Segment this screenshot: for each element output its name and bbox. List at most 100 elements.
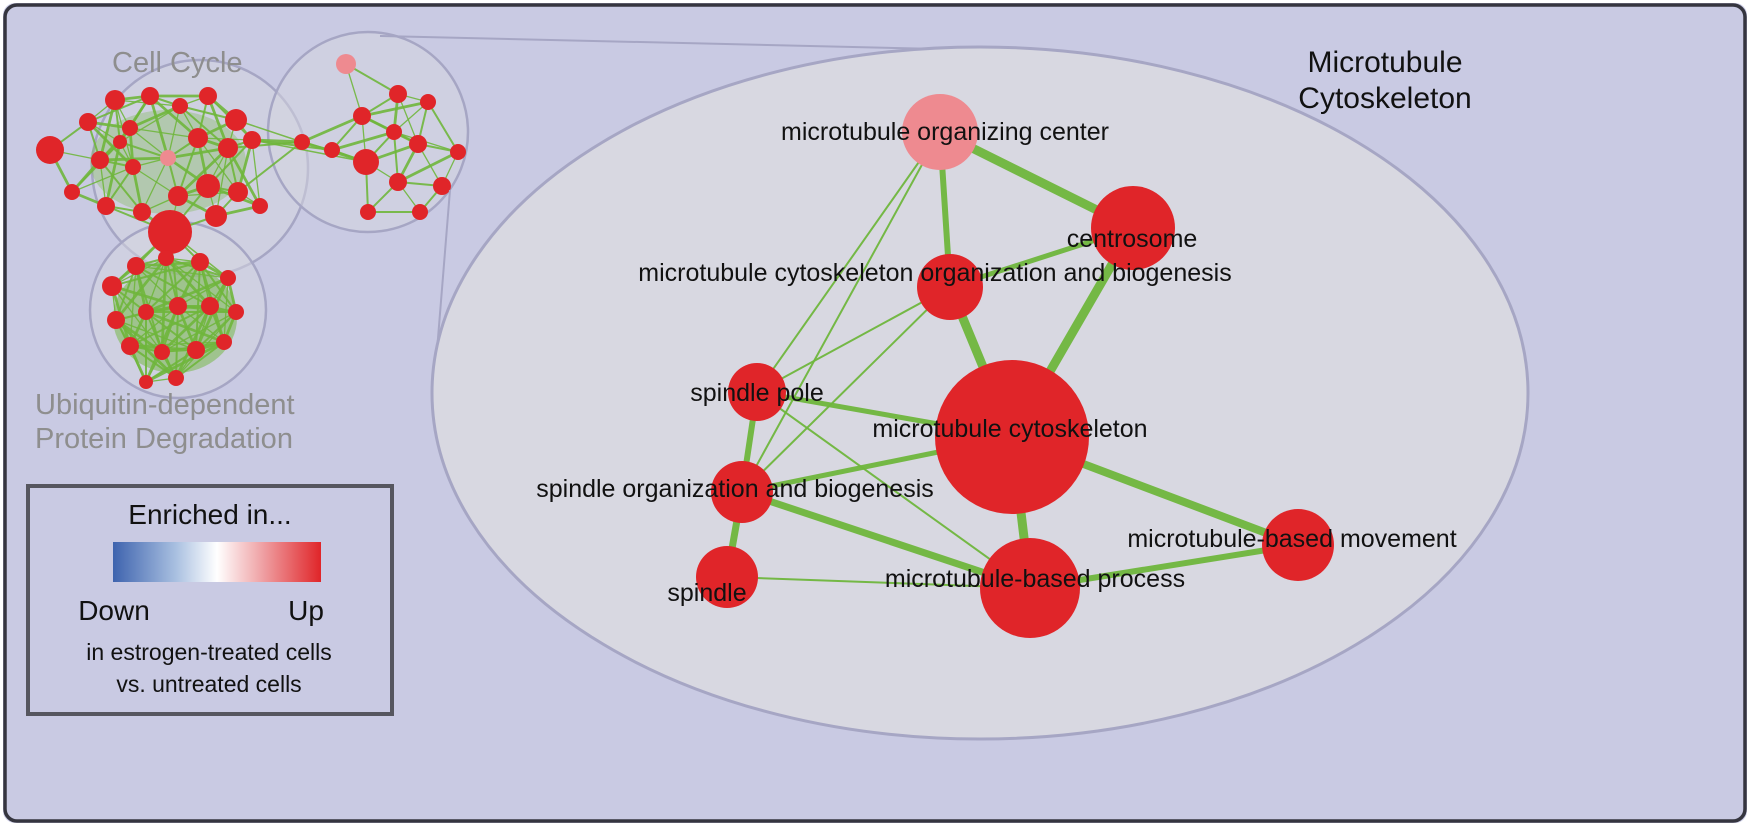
- mini-edge: [129, 127, 169, 159]
- mini-edge: [300, 114, 364, 144]
- node-microtubule-based-movement: [1262, 509, 1334, 581]
- mini-edge: [135, 265, 179, 307]
- edge-microtubule-cytoskeleton-organization--spindle-organization: [741, 286, 951, 493]
- mini-node-ub09: [201, 297, 219, 315]
- mini-edge: [71, 166, 134, 193]
- node-microtubule-cytoskeleton: [935, 360, 1089, 514]
- mini-edge: [145, 257, 167, 313]
- mini-node-ub13: [187, 341, 205, 359]
- mini-node-cc22: [205, 205, 227, 227]
- mini-node-ub15: [168, 370, 184, 386]
- node-spindle-organization: [711, 461, 773, 523]
- mini-node-cc15: [64, 184, 80, 200]
- mini-edge: [177, 137, 199, 197]
- node-label-spindle: spindle: [667, 579, 746, 607]
- mini-edge: [396, 150, 460, 184]
- mini-edge: [128, 104, 182, 130]
- legend-down-label: Down: [78, 595, 150, 626]
- mini-node-cc20: [228, 182, 248, 202]
- mini-bridge-edge: [227, 141, 303, 149]
- mini-node-cc10: [91, 151, 109, 169]
- mini-edge: [166, 146, 230, 160]
- mini-node-mt11: [433, 177, 451, 195]
- mini-edge: [141, 157, 169, 213]
- mini-node-ub16: [139, 375, 153, 389]
- node-label-spindle-organization: spindle organization and biogenesis: [536, 475, 934, 503]
- node-spindle-pole: [728, 363, 786, 421]
- mini-node-mt07: [353, 149, 379, 175]
- mini-node-mt02: [389, 85, 407, 103]
- mini-node-cc04: [141, 87, 159, 105]
- mini-node-mt04: [353, 107, 371, 125]
- mini-node-cc17: [133, 203, 151, 221]
- mini-node-cc09: [160, 150, 176, 166]
- node-label-microtubule-organizing-center: microtubule organizing center: [781, 118, 1109, 146]
- ubiquitin-cluster-label-line2: Protein Degradation: [35, 423, 293, 455]
- mini-edge: [360, 100, 430, 118]
- mini-node-mt06: [409, 135, 427, 153]
- mini-edge: [145, 261, 201, 313]
- node-label-microtubule-cytoskeleton: microtubule cytoskeleton: [872, 415, 1147, 443]
- mini-bridge-edge: [251, 139, 367, 163]
- legend-gradient-bar: [113, 542, 321, 582]
- mini-node-mt10: [389, 173, 407, 191]
- legend-up-label: Up: [288, 595, 324, 626]
- mini-node-ub05: [220, 270, 236, 286]
- mini-node-cc13: [218, 138, 238, 158]
- edge-spindle-organization--microtubule-based-process: [738, 488, 1034, 592]
- node-microtubule-cytoskeleton-organization: [917, 254, 983, 320]
- mini-edge: [129, 127, 199, 139]
- mini-edge: [330, 130, 396, 152]
- ubiquitin-cluster-label-line1: Ubiquitin-dependent: [35, 389, 295, 421]
- node-label-microtubule-based-process: microtubule-based process: [885, 565, 1185, 593]
- node-label-centrosome: centrosome: [1067, 225, 1198, 253]
- mini-edge: [197, 137, 239, 193]
- edge-spindle-pole--microtubule-based-process: [756, 391, 1031, 589]
- mini-node-cc03: [105, 90, 125, 110]
- mini-edge: [226, 146, 262, 208]
- node-label-spindle-pole: spindle pole: [690, 379, 823, 407]
- node-spindle: [696, 546, 758, 608]
- mini-edge: [129, 305, 211, 347]
- mini-node-mt09: [294, 134, 310, 150]
- node-label-microtubule-based-movement: microtubule-based movement: [1127, 525, 1456, 553]
- mini-edge: [115, 265, 137, 321]
- mini-node-cc16: [97, 197, 115, 215]
- edge-spindle--microtubule-based-process: [726, 576, 1031, 589]
- mini-node-cc06: [199, 87, 217, 105]
- legend-box: [26, 484, 394, 716]
- mini-node-ub04: [191, 253, 209, 271]
- edge-microtubule-organizing-center--spindle-organization: [741, 131, 941, 493]
- node-microtubule-based-process: [980, 538, 1080, 638]
- mini-edge: [148, 94, 200, 140]
- mini-node-ub06: [107, 311, 125, 329]
- mini-edge: [345, 63, 399, 95]
- mini-edge: [176, 146, 230, 198]
- mini-edge: [175, 341, 225, 379]
- mini-node-ub14: [216, 334, 232, 350]
- mini-edge: [104, 140, 122, 208]
- zoom-labels: microtubule organizing center centrosome m…: [536, 118, 1456, 607]
- mini-network: [36, 30, 470, 400]
- mini-edge: [195, 311, 237, 351]
- mini-edge: [161, 311, 237, 353]
- mini-node-cc14: [243, 131, 261, 149]
- mini-edge: [129, 341, 225, 347]
- mini-node-mt05: [386, 124, 402, 140]
- mini-node-mt08: [324, 142, 340, 158]
- figure-border: [3, 3, 1747, 823]
- mini-edge: [179, 105, 229, 149]
- mini-node-mt03: [420, 94, 436, 110]
- mini-node-ub11: [121, 337, 139, 355]
- mini-edge: [165, 257, 237, 313]
- legend-caption-line1: in estrogen-treated cells: [86, 639, 331, 665]
- mini-node-mt13: [412, 204, 428, 220]
- mini-node-cc23: [148, 210, 192, 254]
- mini-node-ub10: [228, 304, 244, 320]
- mini-edge: [98, 156, 170, 162]
- edge-microtubule-organizing-center--spindle-pole: [756, 131, 941, 393]
- mini-node-cc24: [113, 135, 127, 149]
- mini-node-cc07: [225, 109, 247, 131]
